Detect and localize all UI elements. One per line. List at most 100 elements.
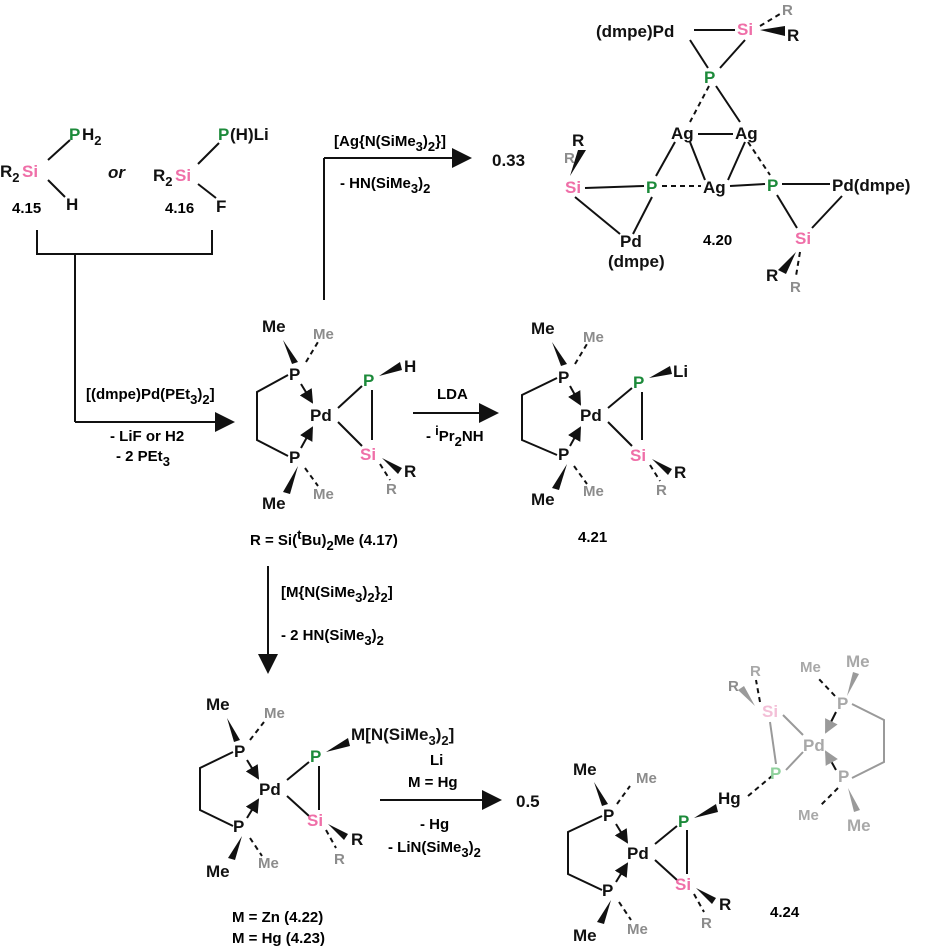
hli-label: (H)Li [230,125,269,144]
p-atom-green: P [310,747,321,766]
p-atom: P [233,817,244,836]
bond [47,179,66,198]
hg-atom: Hg [718,789,741,808]
r-atom: R [351,830,363,849]
r-atom-grey: R [656,482,667,499]
compound-4-16: P (H)Li R2 Si F 4.16 [153,125,269,217]
m-substituent: M[N(SiMe3)2] [351,725,454,748]
bond [197,183,217,199]
si-atom: Si [307,811,323,830]
me-atom: Me [262,317,286,336]
ag-route [323,148,472,300]
p-atom: P [289,448,300,467]
p-atom-faded: P [770,764,781,783]
si-atom: Si [675,875,691,894]
label-4-22: M = Zn (4.22) [232,909,323,926]
p-atom-green: P [678,812,689,831]
or-text: or [108,163,126,182]
compound-4-22-4-23: Me Me P P Pd Me Me P M[N(SiMe3)2] Si R R… [199,695,454,947]
me-atom-faded: Me [847,816,871,835]
me-atom-grey: Me [627,921,648,938]
p-atom: P [558,445,569,464]
p-atom-green: P [363,371,374,390]
compound-4-15: P H2 R2 Si H 4.15 [0,125,102,217]
si-atom-left: Si [565,178,581,197]
compound-4-20: (dmpe)Pd Si P R R Ag Ag Ag Si P Pd (dmpe… [564,2,910,296]
p-atom: P [69,125,80,144]
compound-4-24: Me Me P P Pd Me Me P Hg Si R R 4.24 P Si… [567,652,885,945]
si-atom-faded: Si [762,702,778,721]
me-atom: Me [262,494,286,513]
r-atom-grey: R [701,915,712,932]
r-atom: R [787,26,799,45]
me-atom-grey: Me [258,855,279,872]
p-atom: P [603,806,614,825]
p-atom: P [218,125,229,144]
label-4-24: 4.24 [770,904,800,921]
byproduct-m: - 2 HN(SiMe3)2 [281,627,384,648]
label-4-20: 4.20 [703,232,732,249]
p-atom-faded: P [838,767,849,786]
r-atom-grey: R [790,279,801,296]
pd-dmpe-right: Pd(dmpe) [832,176,910,195]
h-atom: H [66,195,78,214]
r-atom: R [719,895,731,914]
coef-hg: 0.5 [516,792,540,811]
byproduct-ag: - HN(SiMe3)2 [340,175,430,196]
me-atom-faded: Me [800,659,821,676]
me-atom: Me [206,695,230,714]
reagent-li: Li [430,752,443,769]
bond [47,139,71,161]
label-4-23: M = Hg (4.23) [232,930,325,947]
me-atom: Me [573,926,597,945]
reagent-li-cond: M = Hg [408,774,458,791]
p-atom: P [602,881,613,900]
si-atom: Si [737,20,753,39]
reagent-ag: [Ag{N(SiMe3)2}] [334,133,446,154]
p-atom-left: P [646,178,657,197]
pd-atom: Pd [310,406,332,425]
r-atom: R [572,131,584,150]
h2-label: H2 [82,125,102,148]
li-atom: Li [673,362,688,381]
me-atom: Me [531,319,555,338]
label-4-15: 4.15 [12,200,41,217]
me-atom: Me [206,862,230,881]
byproduct-lin: - LiN(SiMe3)2 [388,839,481,860]
p-atom-green: P [633,373,644,392]
p-atom-faded: P [837,694,848,713]
p-atom-top: P [704,68,715,87]
pd-atom-faded: Pd [803,736,825,755]
pd-atom-left: Pd [620,232,642,251]
r-atom-grey: R [334,851,345,868]
p-atom: P [289,365,300,384]
me-atom: Me [573,760,597,779]
si-atom: Si [630,446,646,465]
me-atom-faded: Me [846,652,870,671]
si-atom-right: Si [795,229,811,248]
h-atom: H [404,357,416,376]
reagent-pd: [(dmpe)Pd(PEt3)2] [86,386,215,407]
r-sub: R2 [0,162,20,185]
label-4-16: 4.16 [165,200,194,217]
si-atom: Si [22,162,38,181]
ag-atom-3: Ag [703,178,726,197]
byproduct-lif: - LiF or H2 [110,428,184,445]
me-atom-grey: Me [313,486,334,503]
bond [197,142,220,165]
pd-atom: Pd [627,844,649,863]
dmpe-left: (dmpe) [608,252,665,271]
f-atom: F [216,197,226,216]
me-atom-grey: Me [313,326,334,343]
si-atom: Si [360,445,376,464]
r-atom-grey: R [728,678,739,695]
byproduct-lda: - iPr2NH [426,423,484,449]
label-4-21: 4.21 [578,529,607,546]
r-atom-faded: R [750,663,761,680]
reagent-m: [M{N(SiMe3)2}2] [281,584,393,605]
r-atom-grey: R [386,481,397,498]
me-atom-grey: Me [264,705,285,722]
byproduct-hg: - Hg [420,816,449,833]
me-atom: Me [531,490,555,509]
